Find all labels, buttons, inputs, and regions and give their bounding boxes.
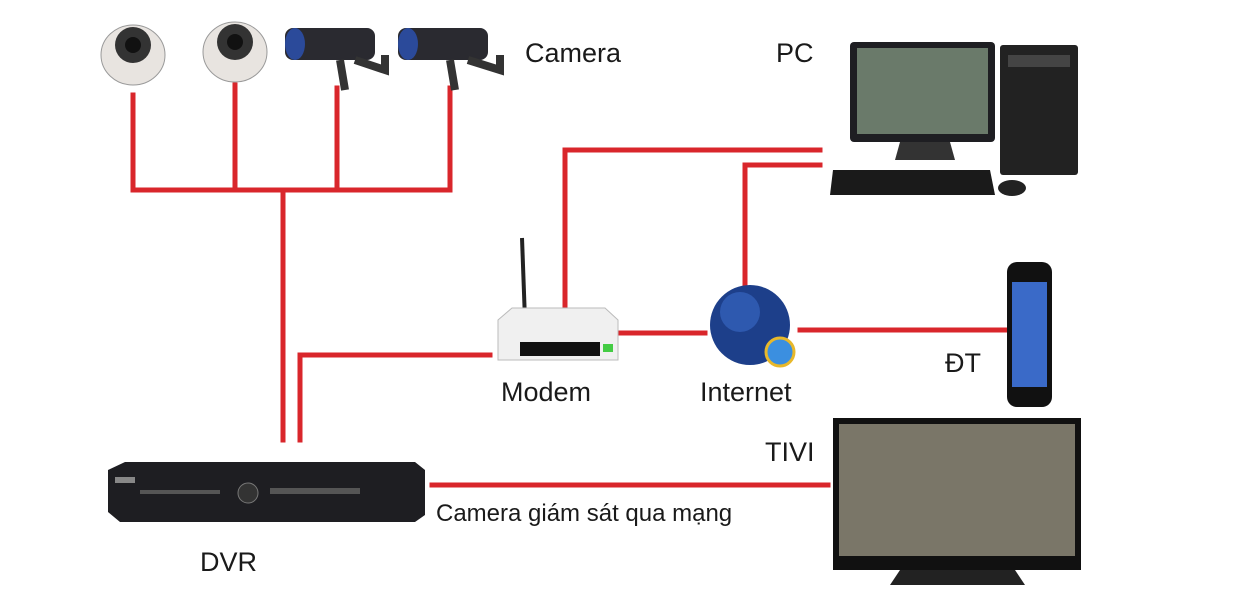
modem-label: Modem (501, 377, 592, 407)
phone-icon (1007, 262, 1052, 407)
pc-label: PC (776, 38, 814, 68)
diagram-caption: Camera giám sát qua mạng (436, 500, 733, 527)
modem-icon (497, 237, 619, 361)
wire-dvr-to-modem (297, 352, 493, 443)
dvr-label: DVR (200, 547, 258, 577)
wire-internet-to-pc (742, 162, 823, 298)
phone-label: ĐT (945, 348, 981, 378)
tv-label: TIVI (765, 437, 815, 467)
dome-camera-icon (100, 24, 166, 86)
internet-globe-icon (710, 285, 796, 368)
pc-icon (830, 42, 1078, 196)
camera-label: Camera (525, 38, 622, 68)
bullet-camera-icon (398, 28, 504, 91)
internet-label: Internet (700, 377, 792, 407)
wire-camera-bus (130, 82, 453, 193)
dvr-icon (108, 462, 425, 522)
bullet-camera-icon (285, 28, 389, 91)
wire-modem-to-pc (562, 147, 823, 315)
dome-camera-icon (202, 21, 268, 83)
tv-icon (833, 418, 1081, 585)
